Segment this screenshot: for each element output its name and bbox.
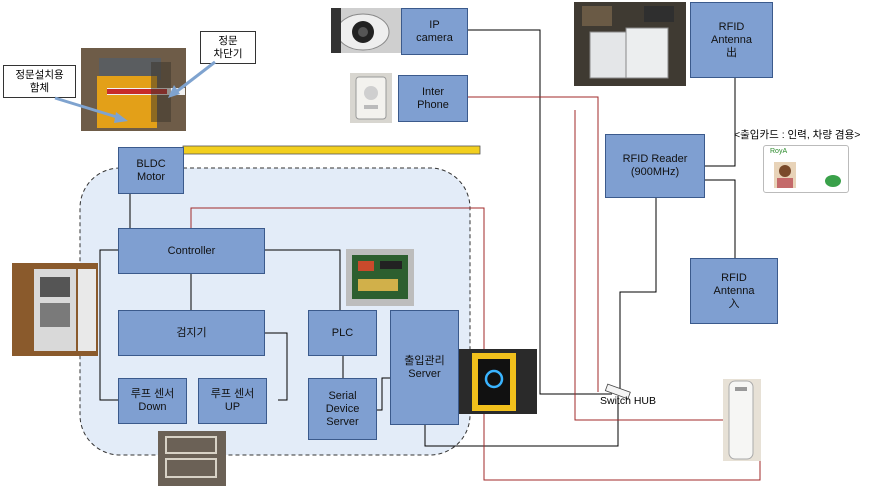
black-connections bbox=[99, 29, 736, 447]
ip-camera-photo bbox=[331, 8, 401, 53]
detector-box: 검지기 bbox=[118, 310, 265, 356]
card-brand: RoyA bbox=[770, 148, 788, 155]
controller-box-photo bbox=[12, 263, 98, 356]
switch-hub-device bbox=[604, 383, 631, 400]
rfid-antenna-out-box: RFID Antenna 出 bbox=[690, 2, 773, 78]
gate-barrier-photo bbox=[81, 48, 186, 131]
plc-box: PLC bbox=[308, 310, 377, 356]
interphone-photo bbox=[350, 73, 392, 123]
access-card: RoyA bbox=[763, 145, 849, 193]
ip-camera-box: IP camera bbox=[401, 8, 468, 55]
loop-sensor-up-box: 루프 센서 UP bbox=[198, 378, 267, 424]
gate-housing-callout: 정문설치용 함체 bbox=[3, 65, 76, 98]
bldc-motor-box: BLDC Motor bbox=[118, 147, 184, 194]
inter-phone-box: Inter Phone bbox=[398, 75, 468, 122]
loop-sensor-down-box: 루프 센서 Down bbox=[118, 378, 187, 424]
rfid-reader-box: RFID Reader (900MHz) bbox=[605, 134, 705, 198]
red-connections bbox=[190, 96, 761, 481]
serial-device-server-box: Serial Device Server bbox=[308, 378, 377, 440]
loop-sensor-photo bbox=[158, 431, 226, 486]
access-server-box: 출입관리 Server bbox=[390, 310, 459, 425]
switch-hub-label: Switch HUB bbox=[600, 395, 657, 407]
plc-board-photo bbox=[346, 249, 414, 306]
access-card-label: <출입카드 : 인력, 차량 겸용> bbox=[734, 129, 861, 141]
phone-unit-photo bbox=[723, 379, 761, 461]
rfid-antenna-photo bbox=[574, 2, 686, 86]
rfid-antenna-in-box: RFID Antenna 入 bbox=[690, 258, 778, 324]
controller-box: Controller bbox=[118, 228, 265, 274]
gate-barrier-callout: 정문 차단기 bbox=[200, 31, 256, 64]
access-reader-photo bbox=[454, 349, 537, 414]
